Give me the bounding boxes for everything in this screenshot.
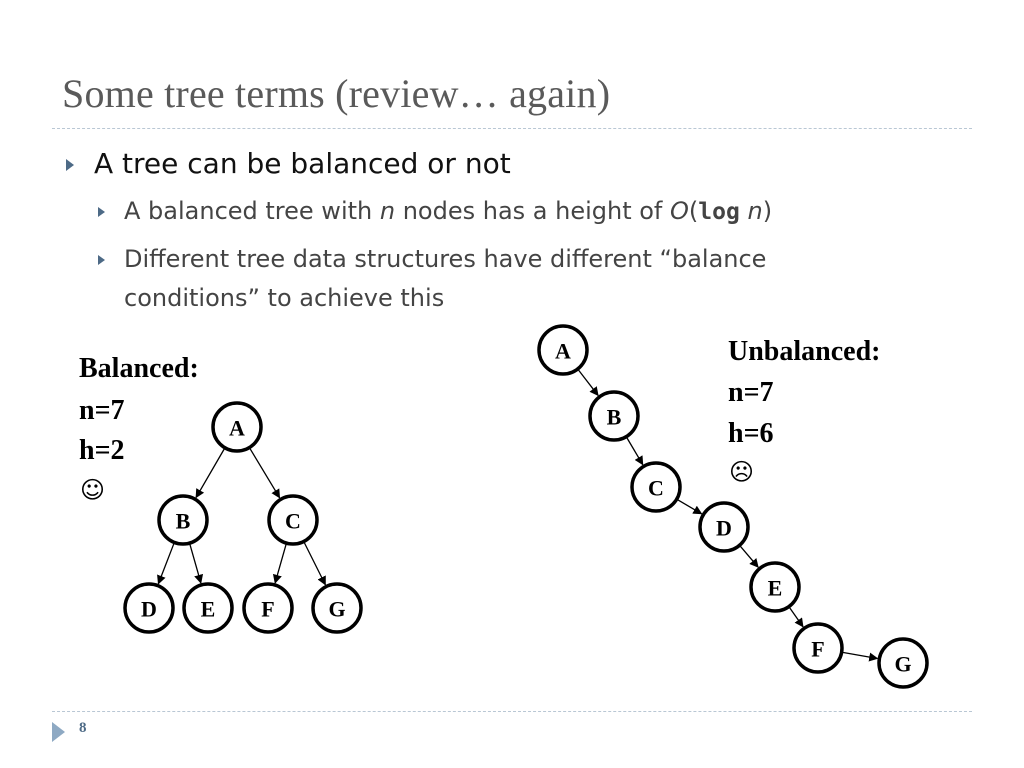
- unbalanced-edge-B-C: [626, 437, 644, 466]
- frowny-icon: ☹: [729, 458, 755, 486]
- unbalanced-node-label-B: B: [607, 405, 622, 430]
- unbalanced-height: h=6: [728, 418, 774, 449]
- balanced-node-label-F: F: [261, 597, 274, 622]
- unbalanced-edge-F-G: [842, 651, 879, 662]
- balanced-node-A: [211, 401, 263, 453]
- balanced-node-label-B: B: [176, 509, 191, 534]
- slide-title: Some tree terms (review… again): [62, 71, 611, 116]
- unbalanced-node-count: n=7: [728, 377, 774, 408]
- unbalanced-node-F: [792, 622, 844, 674]
- balanced-node-label-D: D: [141, 597, 157, 622]
- unbalanced-node-E: [749, 561, 801, 613]
- balanced-node-E: [182, 582, 234, 634]
- unbalanced-tree: A B C D E F G: [537, 324, 929, 689]
- unbalanced-node-label-D: D: [716, 516, 732, 541]
- balanced-edge-B-E: [189, 543, 204, 584]
- unbalanced-node-label-F: F: [811, 637, 824, 662]
- footer-divider: [52, 711, 972, 712]
- balanced-node-C: [267, 494, 319, 546]
- sub-bullet-arrow-icon: [98, 207, 105, 217]
- unbalanced-edge-D-E: [739, 545, 759, 568]
- balanced-node-label-E: E: [201, 597, 216, 622]
- unbalanced-edge-C-D: [677, 499, 703, 515]
- balanced-edge-B-D: [157, 543, 175, 585]
- page-number: 8: [79, 720, 87, 736]
- balanced-height: h=2: [79, 435, 125, 466]
- balanced-edge-C-G: [303, 542, 326, 586]
- footer-arrow-icon: [52, 722, 65, 742]
- unbalanced-node-G: [877, 637, 929, 689]
- title-divider: [52, 128, 972, 129]
- bullet-sub-1: A balanced tree with n nodes has a heigh…: [124, 197, 773, 225]
- balanced-node-F: [242, 582, 294, 634]
- balanced-edge-C-F: [272, 543, 287, 584]
- bullet-main: A tree can be balanced or not: [94, 147, 511, 180]
- unbalanced-node-B: [588, 390, 640, 442]
- balanced-node-label-C: C: [285, 509, 301, 534]
- balanced-node-label-G: G: [328, 597, 345, 622]
- bullet-sub-2-line-1: Different tree data structures have diff…: [124, 245, 767, 273]
- unbalanced-node-D: [698, 501, 750, 553]
- balanced-node-D: [123, 582, 175, 634]
- balanced-edge-A-C: [249, 448, 281, 499]
- unbalanced-heading: Unbalanced:: [728, 336, 881, 367]
- balanced-tree: A B C D E F G: [123, 401, 363, 634]
- unbalanced-node-label-E: E: [768, 576, 783, 601]
- balanced-node-count: n=7: [79, 395, 125, 426]
- unbalanced-node-A: [537, 324, 589, 376]
- sub-bullet-arrow-icon: [98, 255, 105, 265]
- smiley-icon: ☺: [80, 476, 106, 504]
- unbalanced-node-label-G: G: [894, 652, 911, 677]
- unbalanced-edge-E-F: [788, 607, 804, 628]
- unbalanced-node-label-A: A: [555, 339, 571, 364]
- balanced-heading: Balanced:: [79, 353, 199, 384]
- unbalanced-node-label-C: C: [648, 476, 664, 501]
- balanced-edge-A-B: [195, 448, 226, 499]
- bullet-sub-2-line-2: conditions” to achieve this: [124, 284, 445, 312]
- unbalanced-node-C: [630, 461, 682, 513]
- unbalanced-edge-A-B: [577, 369, 599, 397]
- balanced-node-G: [311, 582, 363, 634]
- balanced-node-label-A: A: [229, 416, 245, 441]
- balanced-node-B: [157, 494, 209, 546]
- bullet-arrow-icon: [66, 159, 74, 171]
